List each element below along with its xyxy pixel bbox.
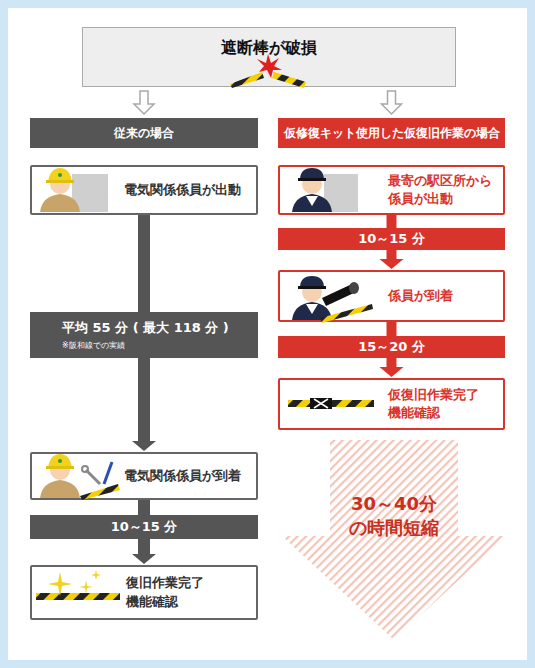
staff-with-bar-icon xyxy=(292,276,373,323)
flow-connector xyxy=(391,215,392,228)
flow-connector xyxy=(380,358,404,377)
time-band: 10～15 分 xyxy=(278,228,505,250)
node-text: 復旧作業完了 機能確認 xyxy=(126,574,230,610)
time-band: 15～20 分 xyxy=(278,336,505,358)
time-band: 10～15 分 xyxy=(30,515,258,539)
node-text: 電気関係係員が到着 xyxy=(124,467,241,485)
worker-with-tools-icon xyxy=(40,454,120,500)
node-text: 平均 55 分 ( 最大 118 分 ) xyxy=(62,319,229,337)
header-band: 仮修復キット使用した仮復旧作業の場合 xyxy=(278,118,505,148)
header-band: 従来の場合 xyxy=(30,118,258,148)
flow-connector xyxy=(132,539,156,564)
big-arrow-shape xyxy=(282,440,506,640)
flow-connector xyxy=(382,91,402,114)
flow-connector xyxy=(134,91,154,114)
node-text: 遮断棒が破損 xyxy=(221,37,317,59)
node-text: 従来の場合 xyxy=(114,125,174,142)
node-text: 30～40分 の時間短縮 xyxy=(339,492,449,541)
repaired-bar-icon xyxy=(288,398,374,409)
flow-connector xyxy=(144,215,145,312)
worker-icon xyxy=(40,168,108,212)
time-band: 平均 55 分 ( 最大 118 分 ) ※阪和線での実績 xyxy=(30,312,258,358)
process-box: 電気関係係員が到着 xyxy=(30,452,258,500)
node-text: 10～15 分 xyxy=(358,230,425,248)
flow-connector xyxy=(380,250,404,269)
node-text: 係員が到着 xyxy=(388,287,453,305)
flow-connector xyxy=(391,322,392,336)
restored-bar-icon xyxy=(36,570,120,600)
process-box: 最寄の駅区所から 係員が出動 xyxy=(278,165,505,215)
process-box: 仮復旧作業完了 機能確認 xyxy=(278,378,505,430)
broken-bar-icon xyxy=(230,54,306,88)
flow-connector xyxy=(132,358,156,451)
process-box: 復旧作業完了 機能確認 xyxy=(30,565,258,620)
reduction-arrow: 30～40分 の時間短縮 xyxy=(282,440,506,640)
process-box: 係員が到着 xyxy=(278,270,505,322)
process-box: 電気関係係員が出動 xyxy=(30,165,258,215)
flow-connector xyxy=(144,500,145,515)
node-text: 10～15 分 xyxy=(111,518,178,536)
staff-icon xyxy=(292,168,358,212)
node-text: 15～20 分 xyxy=(358,338,425,356)
node-text: 仮復旧作業完了 機能確認 xyxy=(388,386,497,422)
node-text: 電気関係係員が出動 xyxy=(124,181,241,199)
note-text: ※阪和線での実績 xyxy=(62,340,125,351)
node-text: 仮修復キット使用した仮復旧作業の場合 xyxy=(284,125,500,142)
node-text: 最寄の駅区所から 係員が出動 xyxy=(388,172,497,208)
process-box: 遮断棒が破損 xyxy=(82,27,456,87)
